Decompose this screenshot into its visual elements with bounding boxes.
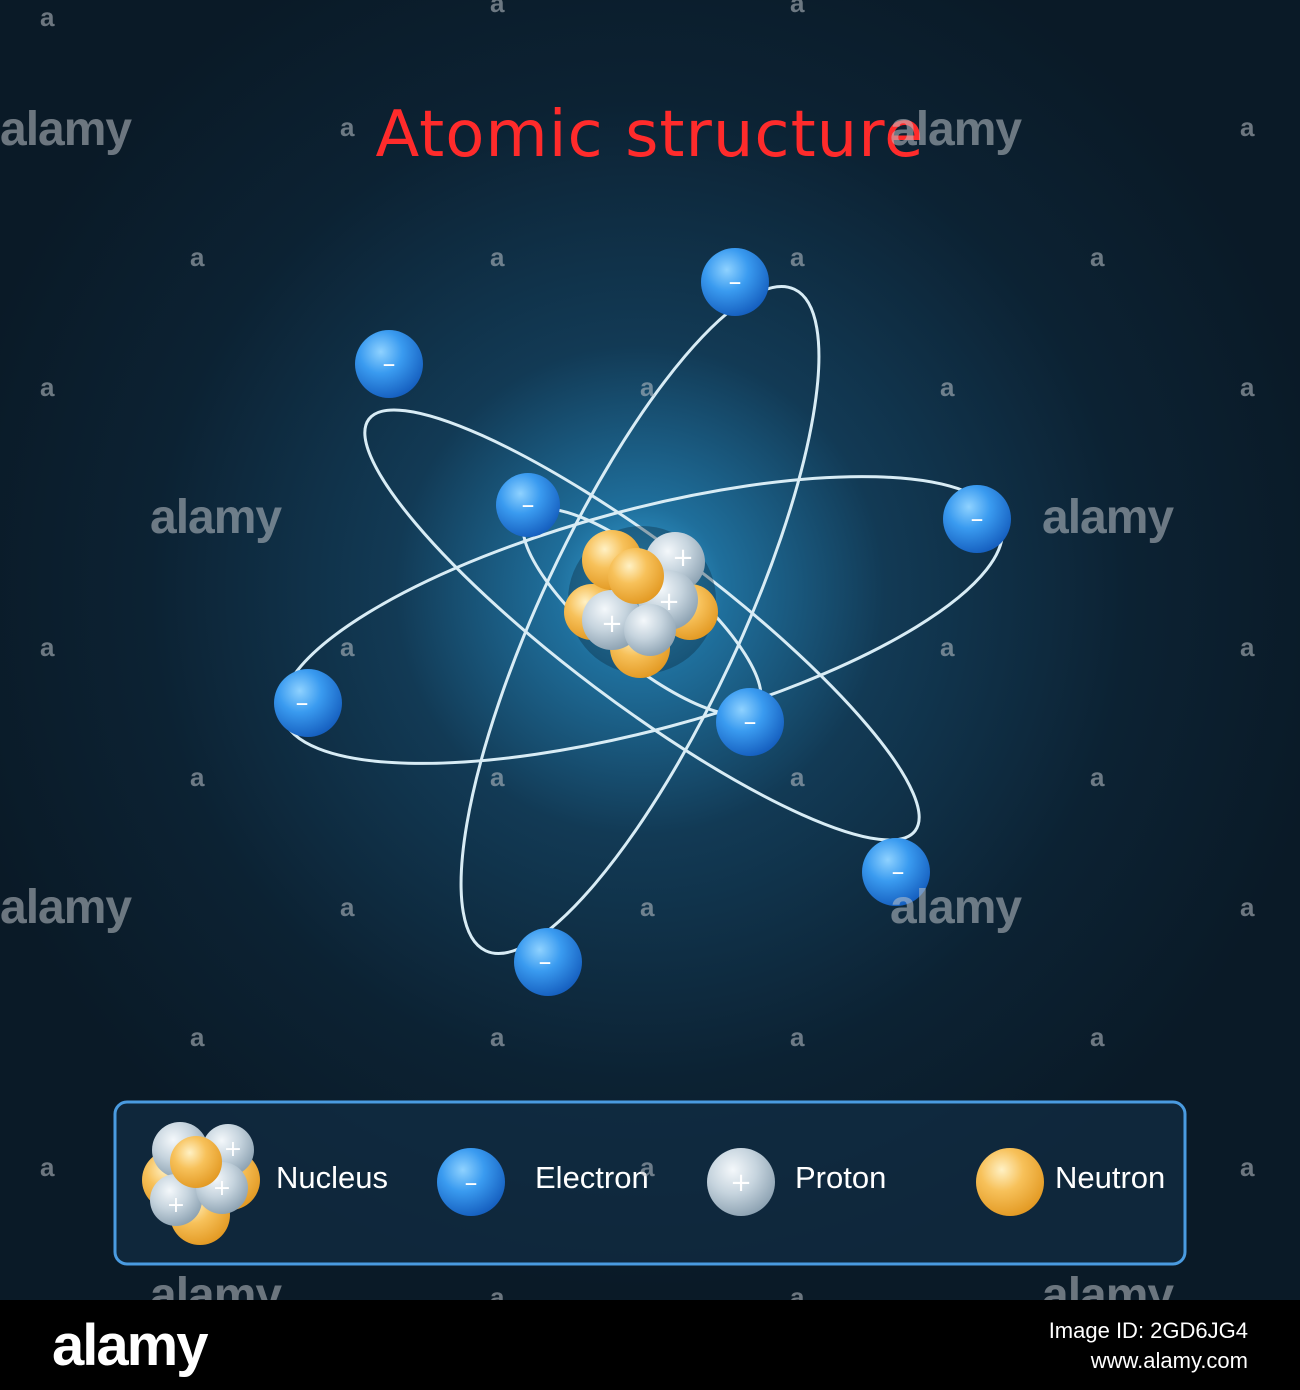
watermark-letter: a [790,1282,805,1300]
watermark-letter: a [190,242,205,272]
svg-text:–: – [729,267,742,297]
watermark-letter: a [790,762,805,792]
svg-text:+: + [213,1176,231,1201]
watermark-letter: a [190,1022,205,1052]
watermark-letter: a [40,1152,55,1182]
watermark-letter: a [340,632,355,662]
watermark-letter: a [1090,242,1105,272]
electrons: – – – – – – – [274,248,1011,996]
electron-4: – [943,485,1011,553]
watermark-letter: a [790,1022,805,1052]
watermark: alamy [150,491,282,544]
nucleus: + + + [564,526,718,678]
watermark: alamy [1042,1269,1174,1300]
watermark-letter: a [1240,632,1255,662]
watermark: alamy [1042,491,1174,544]
legend-nucleus-icon: + + + [142,1122,260,1245]
electron-6: – [716,688,784,756]
svg-text:–: – [522,490,535,520]
orbit-steep [459,285,821,955]
watermark-letter: a [490,1022,505,1052]
watermark-letter: a [490,1282,505,1300]
watermark-letter: a [1090,762,1105,792]
legend: + + + – + [113,1100,1187,1266]
watermark-letter: a [40,632,55,662]
watermark-letter: a [790,242,805,272]
proton-sign-2: + [658,587,680,617]
legend-neutron-icon [976,1148,1044,1216]
svg-text:–: – [971,504,984,534]
footer-image-id: Image ID: 2GD6JG4 [1048,1318,1248,1343]
watermark-letter: a [190,762,205,792]
footer-brand-logo[interactable]: alamy [52,1313,208,1378]
watermark: alamy [0,103,132,156]
watermark-letter: a [1240,112,1255,142]
watermark-letter: a [940,372,955,402]
watermark-letter: a [1240,1152,1255,1182]
svg-text:–: – [744,707,757,737]
electron-2: – [355,330,423,398]
svg-text:+: + [167,1193,185,1218]
electron-7: – [862,838,930,906]
electron-5: – [274,669,342,737]
watermark-letter: a [1240,892,1255,922]
legend-label-proton: Proton [795,1160,887,1195]
electron-3: – [496,473,560,537]
watermark-letter: a [1240,372,1255,402]
diagram-canvas: + + + – – – – – [0,0,1300,1300]
legend-label-neutron: Neutron [1055,1160,1166,1195]
svg-text:+: + [224,1137,242,1162]
watermark-letter: a [490,762,505,792]
atom-diagram: + + + – – – – – [0,0,1300,1300]
footer-site[interactable]: www.alamy.com [1090,1348,1248,1373]
watermark: alamy [890,103,1022,156]
svg-text:–: – [383,349,396,379]
legend-label-electron: Electron [535,1160,649,1195]
watermark-letter: a [940,632,955,662]
watermark: alamy [890,881,1022,934]
proton-sign-1: + [672,543,694,573]
svg-text:–: – [539,947,552,977]
watermark: alamy [0,881,132,934]
watermark-letter: a [490,0,505,18]
watermark-letter: a [40,2,55,32]
legend-label-nucleus: Nucleus [276,1160,388,1195]
watermark-letter: a [490,242,505,272]
svg-text:–: – [465,1168,478,1198]
svg-text:–: – [296,688,309,718]
watermark-letter: a [340,892,355,922]
watermark: alamy [150,1269,282,1300]
electron-1: – [701,248,769,316]
electron-8: – [514,928,582,996]
footer-bar: alamy Image ID: 2GD6JG4 www.alamy.com [0,1300,1300,1390]
watermark-letter: a [640,372,655,402]
watermark-letter: a [1090,1022,1105,1052]
svg-text:–: – [892,857,905,887]
watermark-letter: a [340,112,355,142]
watermark-letter: a [640,892,655,922]
watermark-letter: a [640,1152,655,1182]
watermark-letter: a [40,372,55,402]
legend-proton-icon: + [707,1148,775,1216]
footer-image-info: Image ID: 2GD6JG4 www.alamy.com [1049,1316,1248,1376]
svg-text:+: + [730,1168,752,1198]
legend-electron-icon: – [437,1148,505,1216]
proton-sign-3: + [601,609,623,639]
diagram-title: Atomic structure [375,98,925,172]
watermark-letter: a [790,0,805,18]
